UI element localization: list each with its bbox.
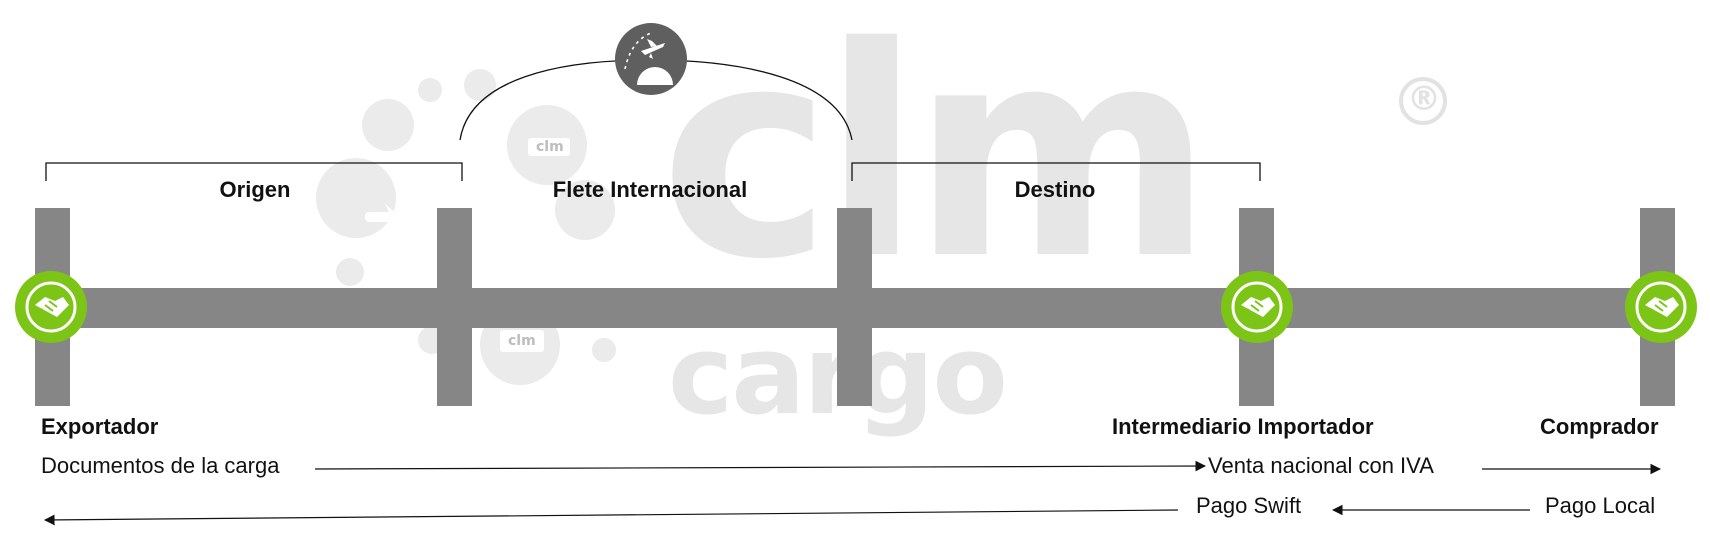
stage-title-flete-internacional: Flete Internacional [552, 177, 748, 202]
bracket-origen [45, 162, 463, 181]
watermark-badge-label-plane: clm [387, 225, 407, 236]
stage-title-origen: Origen [219, 177, 291, 202]
watermark-badge-label-truck: clm [508, 333, 536, 349]
watermark-registered: ® [1407, 79, 1441, 119]
role-exportador: Exportador [41, 414, 159, 439]
watermark-badge-icons [365, 138, 570, 352]
role-comprador: Comprador [1540, 414, 1659, 439]
watermark-brand-main: clm [660, 0, 1213, 323]
airplane-globe-icon [615, 23, 687, 95]
registered-mark-ring [1399, 77, 1447, 125]
bracket-destino [851, 162, 1261, 181]
stage-title-destino: Destino [1014, 177, 1096, 202]
arrow-documentos [314, 460, 1207, 472]
handshake-icon [1625, 271, 1697, 343]
timeline-bar [50, 288, 1660, 328]
flow-pago-local: Pago Local [1545, 493, 1656, 518]
flow-documentos-de-la-carga: Documentos de la carga [41, 453, 280, 478]
role-intermediario-importador: Intermediario Importador [1112, 414, 1374, 439]
flow-pago-swift: Pago Swift [1196, 493, 1302, 518]
flow-venta-nacional-con-iva: Venta nacional con IVA [1208, 453, 1434, 478]
handshake-icon [15, 271, 87, 343]
arrow-pago-swift [43, 509, 1179, 526]
watermark-badge-label-ship: clm [536, 139, 564, 155]
handshake-icon [1221, 271, 1293, 343]
